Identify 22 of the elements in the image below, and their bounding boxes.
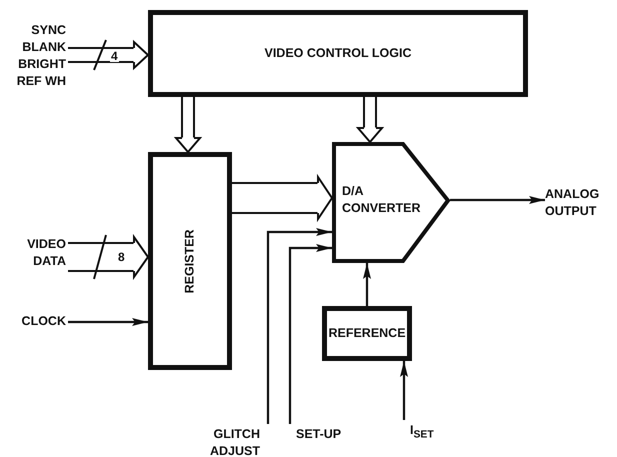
bus-width-label: 4 [110,50,119,62]
arrow [400,361,408,420]
signal-label: ANALOG OUTPUT [545,186,600,220]
arrow [266,228,332,424]
block-label: D/A CONVERTER [342,183,422,217]
reference-block [322,306,412,361]
signal-label: VIDEO DATA [26,236,66,270]
block-label: REFERENCE [328,325,406,342]
signal-label: SYNC BLANK BRIGHT REF WH [16,22,66,90]
arrow [68,318,148,326]
signal-label: CLOCK [20,313,66,330]
logic-block [148,10,528,97]
signal-label: I$_{SET}$ [410,422,435,442]
block-label: REGISTER [182,229,198,293]
arrow [288,244,332,424]
signal-label: GLITCH ADJUST [208,426,260,457]
signal-label: SET-UP [296,426,342,443]
arrow [363,263,371,306]
bus-width-label: 8 [117,251,126,263]
arrow [450,196,545,204]
block-label: VIDEO CONTROL LOGIC [264,45,412,62]
register-block [148,152,232,370]
